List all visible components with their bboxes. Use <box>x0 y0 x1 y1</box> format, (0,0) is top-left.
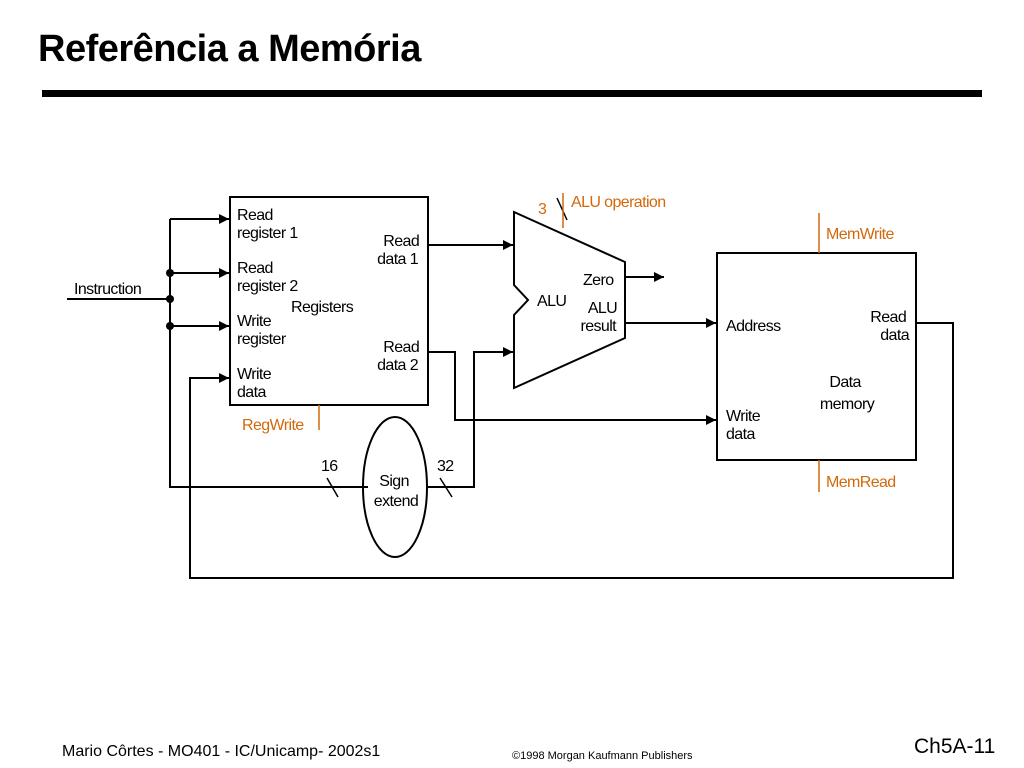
sign-extend-out-bits: 32 <box>437 458 454 475</box>
memread-label: MemRead <box>826 474 896 491</box>
read-data-2-label: Read data 2 <box>377 339 423 374</box>
footer-copyright: ©1998 Morgan Kaufmann Publishers <box>512 750 693 762</box>
page-number: Ch5A-11 <box>914 735 996 758</box>
alu-block <box>513 210 626 390</box>
registers-block <box>229 196 429 406</box>
alu-result-label: ALU result <box>580 300 621 335</box>
write-register-label: Write register <box>237 313 287 348</box>
slide-title: Referência a Memória <box>38 28 421 70</box>
mem-write-data-label: Write data <box>726 408 764 443</box>
mem-read-data-label: Read data <box>870 309 910 344</box>
registers-label: Registers <box>291 299 354 316</box>
alu-operation-label: ALU operation <box>571 194 666 211</box>
title-rule <box>42 90 982 97</box>
reg-write-data-label: Write data <box>237 366 275 401</box>
footer-author: Mario Côrtes - MO401 - IC/Unicamp- 2002s… <box>62 743 381 760</box>
alu-label: ALU <box>537 293 566 310</box>
datapath-wires <box>189 240 954 579</box>
read-register-1-label: Read register 1 <box>237 207 298 242</box>
data-memory-label: Data memory <box>820 374 875 413</box>
control-lines <box>318 193 820 492</box>
regwrite-label: RegWrite <box>242 417 304 434</box>
instruction-bus <box>67 214 368 488</box>
junction-dots <box>166 269 174 330</box>
sign-extend-label: Sign extend <box>374 473 418 510</box>
address-label: Address <box>726 318 781 335</box>
alu-op-bits-label: 3 <box>538 201 547 218</box>
read-data-1-label: Read data 1 <box>377 233 423 268</box>
memwrite-label: MemWrite <box>826 226 894 243</box>
data-memory-block <box>716 252 917 461</box>
bus-width-slashes <box>326 197 568 498</box>
alu-zero-label: Zero <box>583 272 614 289</box>
instruction-label: Instruction <box>74 281 141 298</box>
read-register-2-label: Read register 2 <box>237 260 298 295</box>
sign-extend-in-bits: 16 <box>321 458 338 475</box>
